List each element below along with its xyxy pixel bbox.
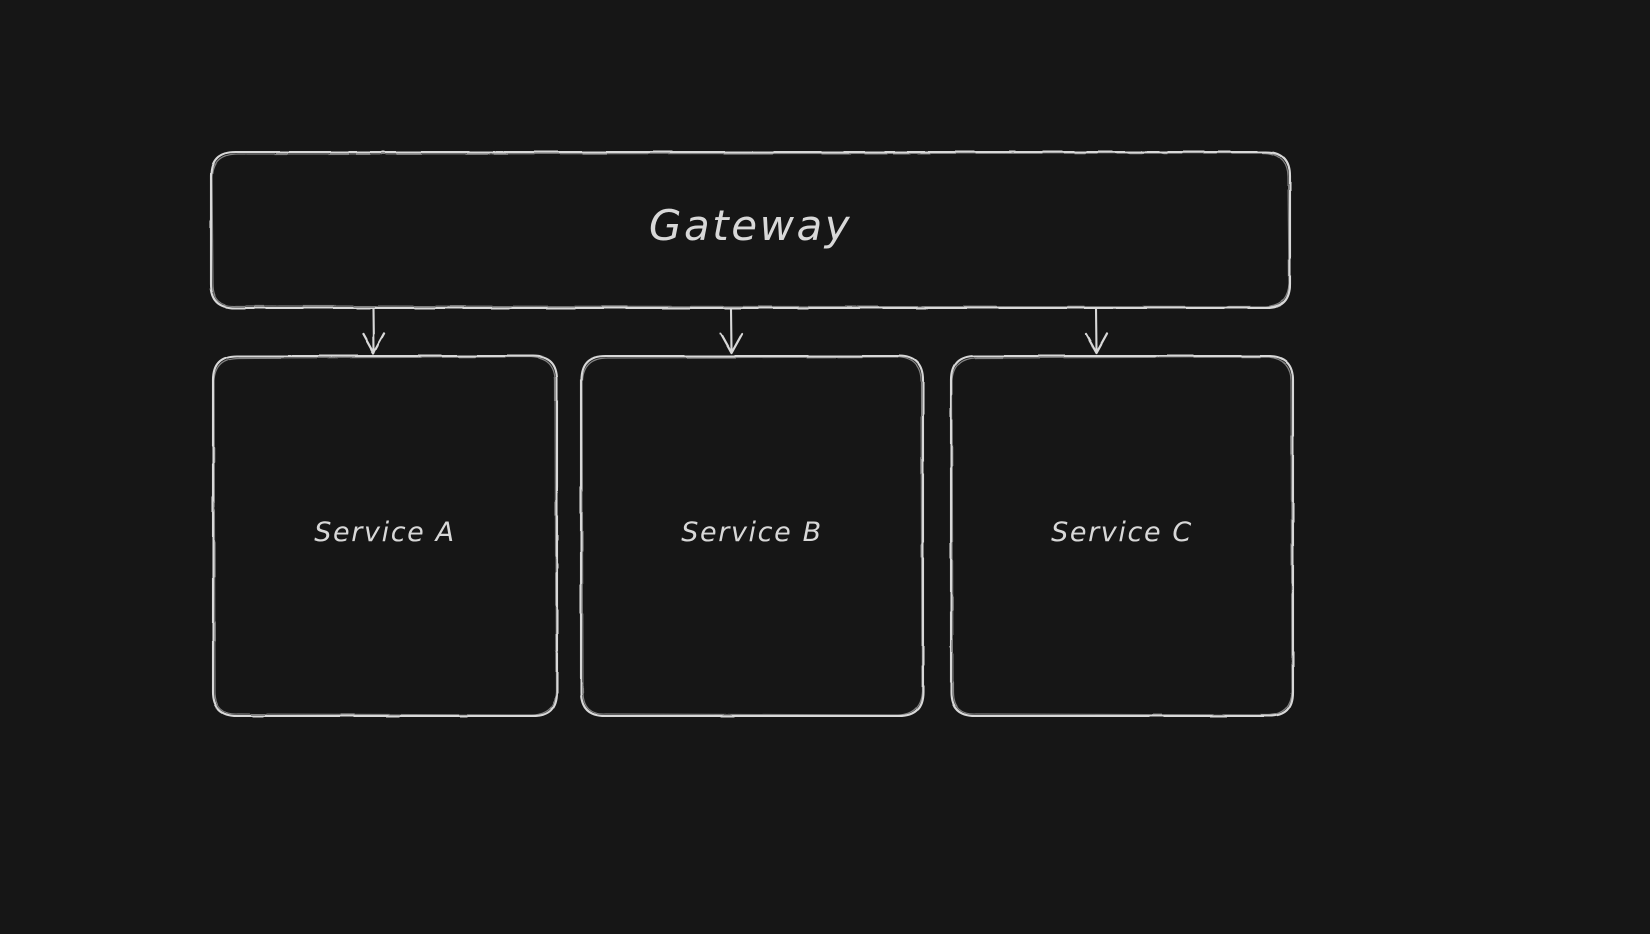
service-b-node-shape — [579, 354, 925, 718]
service-a-node[interactable] — [213, 356, 557, 716]
edge-gateway-to-service-a — [361, 306, 386, 355]
edge-gateway-to-service-c — [1084, 306, 1109, 355]
edge-gateway-to-service-b — [719, 306, 744, 355]
gateway-node[interactable] — [211, 152, 1290, 308]
service-c-node[interactable] — [951, 356, 1293, 716]
service-b-node[interactable] — [581, 356, 923, 716]
gateway-node-shape — [209, 150, 1292, 310]
service-a-node-shape — [211, 354, 559, 718]
service-c-node-shape — [949, 354, 1295, 718]
